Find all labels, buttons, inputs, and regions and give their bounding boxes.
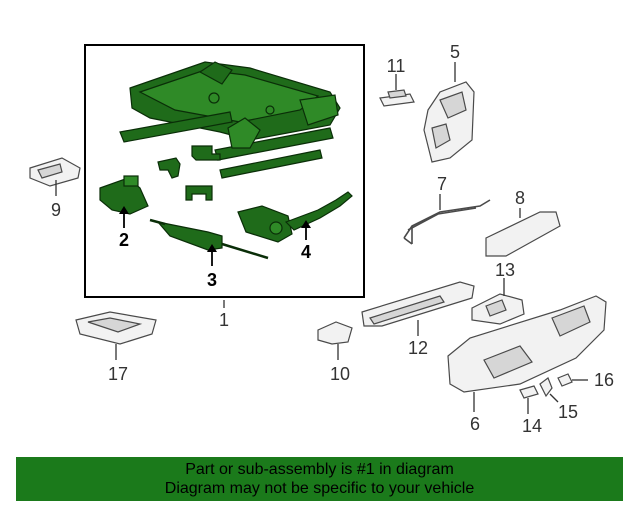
callout-5: 5	[450, 42, 460, 62]
part-6-shield[interactable]	[447, 295, 607, 393]
bracket-small-a[interactable]	[191, 145, 221, 161]
part-5-cover[interactable]	[423, 81, 475, 163]
seat-adjuster-frame[interactable]	[119, 61, 341, 179]
part-13-bracket[interactable]	[471, 293, 525, 325]
callout-17: 17	[108, 364, 128, 384]
callout-6: 6	[470, 414, 480, 434]
part-2-motor[interactable]	[99, 175, 149, 215]
callout-15: 15	[558, 402, 578, 422]
banner-line-1: Part or sub-assembly is #1 in diagram	[185, 461, 454, 478]
part-16-clip[interactable]	[557, 373, 573, 387]
callout-9: 9	[51, 200, 61, 220]
part-9-bracket[interactable]	[29, 157, 81, 187]
callout-3: 3	[207, 270, 217, 290]
arrow-3	[207, 244, 217, 252]
callout-8: 8	[515, 188, 525, 208]
callout-1: 1	[219, 310, 229, 330]
callout-16: 16	[594, 370, 614, 390]
part-14-button[interactable]	[519, 385, 539, 399]
callout-11: 11	[387, 56, 406, 76]
info-banner: Part or sub-assembly is #1 in diagram Di…	[16, 457, 623, 501]
callout-12: 12	[408, 338, 428, 358]
arrow-4	[301, 220, 311, 228]
part-8-panel[interactable]	[485, 211, 561, 257]
part-11-clip[interactable]	[379, 89, 415, 107]
callout-7: 7	[437, 174, 447, 194]
part-7-wire[interactable]	[403, 199, 491, 245]
part-3-actuator[interactable]	[149, 218, 269, 260]
bracket-small-b[interactable]	[185, 185, 213, 201]
part-15-switch[interactable]	[539, 377, 553, 398]
part-17-tray[interactable]	[75, 311, 157, 345]
fastener-small[interactable]	[157, 157, 181, 179]
assembly-1-box	[84, 44, 365, 298]
part-12-track-cover[interactable]	[361, 281, 475, 327]
callout-14: 14	[522, 416, 542, 436]
part-10-knob[interactable]	[317, 321, 353, 345]
callout-4: 4	[301, 242, 311, 262]
leader-15	[549, 393, 559, 403]
arrow-2	[119, 206, 129, 214]
callout-10: 10	[330, 364, 350, 384]
callout-13: 13	[495, 260, 515, 280]
part-4-motor[interactable]	[237, 191, 353, 243]
callout-2: 2	[119, 230, 129, 250]
banner-line-2: Diagram may not be specific to your vehi…	[164, 480, 475, 497]
